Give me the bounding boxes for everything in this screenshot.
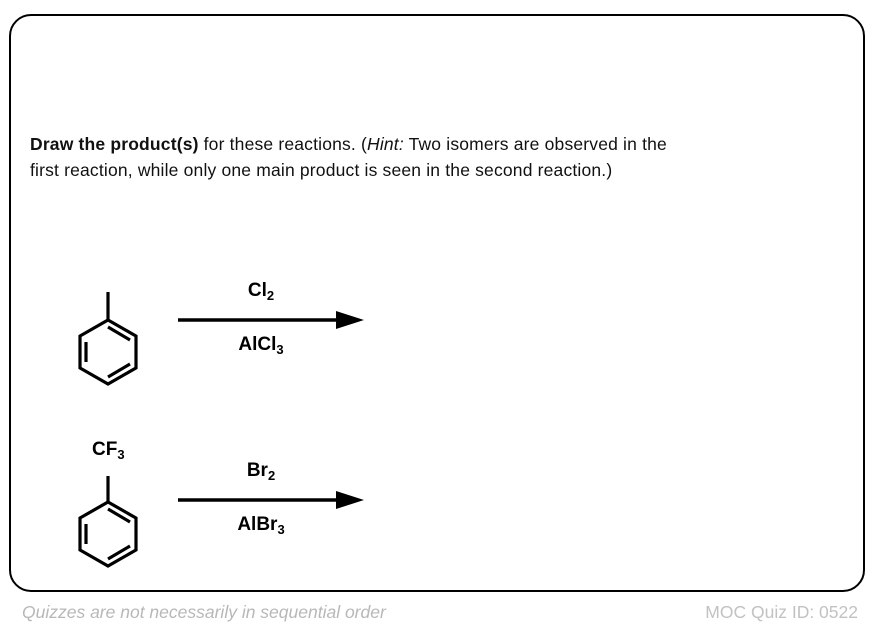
reagent-above-arrow-2: Br2 xyxy=(176,460,346,482)
reagent-above-arrow-1: Cl2 xyxy=(176,280,346,302)
substituent-label-cf3: CF3 xyxy=(92,439,125,462)
substituent-cf3-subscript: 3 xyxy=(117,447,125,462)
reagent-below-formula-2: AlBr xyxy=(237,514,278,535)
footer: Quizzes are not necessarily in sequentia… xyxy=(0,600,878,632)
benzene-ring-with-methyl-icon xyxy=(78,292,138,386)
prompt-bold-lead: Draw the product(s) xyxy=(30,134,199,154)
prompt-rest: Two isomers are observed in the first re… xyxy=(30,134,667,180)
prompt-middle: for these reactions. ( xyxy=(198,134,368,154)
reaction-arrow-block-2: Br2 AlBr3 xyxy=(176,452,376,556)
reaction-scheme-2: CF3 Br2 AlBr3 xyxy=(0,432,878,572)
substituent-cf3-text: CF xyxy=(92,439,118,460)
product-answer-area-1[interactable] xyxy=(400,262,820,382)
prompt-hint-label: Hint: xyxy=(367,134,404,154)
quiz-prompt-text: Draw the product(s) for these reactions.… xyxy=(30,132,690,183)
reagent-below-arrow-2: AlBr3 xyxy=(176,514,346,536)
reaction-arrow-right-icon-2 xyxy=(178,491,364,509)
reagent-below-subscript-1: 3 xyxy=(276,342,284,357)
footer-quiz-id: MOC Quiz ID: 0522 xyxy=(705,602,858,622)
reagent-above-subscript-1: 2 xyxy=(266,288,275,303)
quiz-card-frame xyxy=(9,14,865,592)
reagent-below-formula-1: AlCl xyxy=(238,334,277,355)
reagent-below-arrow-1: AlCl3 xyxy=(176,334,346,356)
footer-note: Quizzes are not necessarily in sequentia… xyxy=(22,602,386,622)
reagent-above-formula-2: Br xyxy=(246,460,268,481)
reagent-below-subscript-2: 3 xyxy=(277,522,285,537)
substrate-toluene xyxy=(62,252,182,392)
reagent-above-subscript-2: 2 xyxy=(267,468,276,483)
product-answer-area-2[interactable] xyxy=(400,442,820,562)
reaction-arrow-block-1: Cl2 AlCl3 xyxy=(176,272,376,376)
reaction-arrow-right-icon-1 xyxy=(178,311,364,329)
substrate-benzotrifluoride: CF3 xyxy=(62,432,182,572)
reagent-above-formula-1: Cl xyxy=(247,280,267,301)
reaction-scheme-1: Cl2 AlCl3 xyxy=(0,252,878,392)
benzene-ring-with-cf3-icon xyxy=(78,476,138,568)
